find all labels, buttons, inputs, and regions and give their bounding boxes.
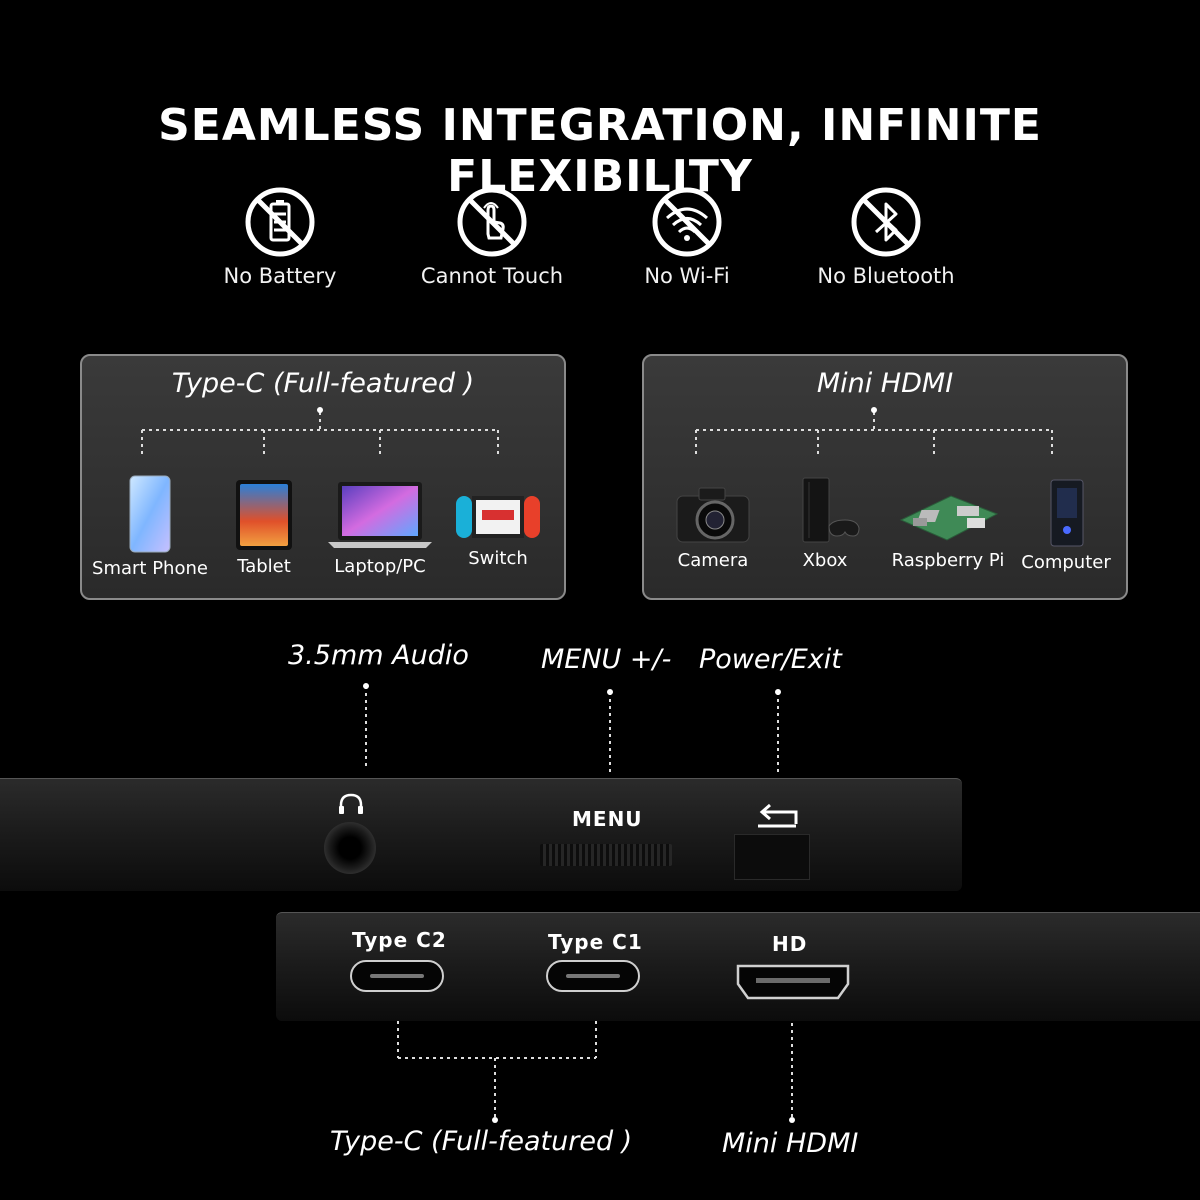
- device-label: Xbox: [802, 550, 848, 571]
- feature-label: No Battery: [223, 264, 337, 288]
- camera-icon: [676, 487, 750, 543]
- feature-no-battery: No Battery: [180, 186, 380, 288]
- hdmi-compatibility-panel: Mini HDMI Camera Xbox: [642, 354, 1128, 600]
- device-label: Tablet: [237, 556, 291, 577]
- no-bluetooth-icon: [851, 187, 921, 257]
- no-battery-icon: [245, 187, 315, 257]
- smartphone-icon: [129, 475, 171, 553]
- type-c2-label: Type C2: [352, 928, 447, 952]
- device-raspberry-pi: Raspberry Pi: [882, 484, 1014, 571]
- feature-label: No Wi-Fi: [644, 264, 730, 288]
- callout-mini-hdmi: Mini HDMI: [722, 1128, 859, 1159]
- monitor-side-edge-top: [0, 778, 962, 891]
- power-exit-button[interactable]: [734, 834, 810, 880]
- feature-label: Cannot Touch: [420, 264, 564, 288]
- tablet-icon: [236, 480, 292, 550]
- callout-typec: Type-C (Full-featured ): [330, 1126, 633, 1157]
- type-c1-port[interactable]: [546, 960, 640, 992]
- return-arrow-icon: [758, 803, 798, 828]
- device-camera: Camera: [658, 482, 768, 571]
- device-smartphone: Smart Phone: [90, 474, 210, 579]
- callout-power: Power/Exit: [699, 644, 842, 675]
- callout-audio: 3.5mm Audio: [288, 640, 469, 671]
- no-wifi-icon: [652, 187, 722, 257]
- laptop-icon: [328, 482, 432, 548]
- game-console-icon: [802, 477, 860, 543]
- type-c1-label: Type C1: [548, 930, 643, 954]
- page-title: SEAMLESS INTEGRATION, INFINITE FLEXIBILI…: [158, 100, 1042, 202]
- feature-label: No Bluetooth: [817, 264, 955, 288]
- no-touch-icon: [457, 187, 527, 257]
- mini-hdmi-port[interactable]: [734, 962, 852, 1002]
- connector-lines: [695, 407, 1053, 456]
- hd-label: HD: [772, 932, 808, 956]
- audio-jack[interactable]: [324, 822, 376, 874]
- raspberry-pi-icon: [899, 495, 999, 541]
- device-tablet: Tablet: [214, 478, 314, 577]
- feature-no-bluetooth: No Bluetooth: [786, 186, 986, 288]
- device-computer: Computer: [1016, 478, 1116, 573]
- headphone-icon: [339, 793, 363, 814]
- feature-cannot-touch: Cannot Touch: [392, 186, 592, 288]
- switch-console-icon: [456, 496, 540, 538]
- connector-lines: [141, 407, 499, 456]
- device-label: Raspberry Pi: [891, 550, 1005, 571]
- device-label: Computer: [1021, 552, 1111, 573]
- device-label: Laptop/PC: [334, 556, 426, 577]
- device-label: Switch: [468, 548, 528, 569]
- panel-title: Type-C (Full-featured ): [171, 368, 475, 399]
- menu-label: MENU: [572, 807, 643, 831]
- device-laptop: Laptop/PC: [322, 478, 438, 577]
- computer-tower-icon: [1050, 479, 1084, 547]
- device-switch: Switch: [448, 490, 548, 569]
- callout-menu: MENU +/-: [541, 644, 672, 675]
- type-c2-port[interactable]: [350, 960, 444, 992]
- feature-no-wifi: No Wi-Fi: [587, 186, 787, 288]
- menu-rocker-button[interactable]: [540, 844, 672, 866]
- device-label: Smart Phone: [92, 558, 208, 579]
- typec-compatibility-panel: Type-C (Full-featured ) Smart Phone Tabl…: [80, 354, 566, 600]
- device-label: Camera: [677, 550, 749, 571]
- device-xbox: Xbox: [780, 476, 870, 571]
- panel-title: Mini HDMI: [816, 368, 954, 399]
